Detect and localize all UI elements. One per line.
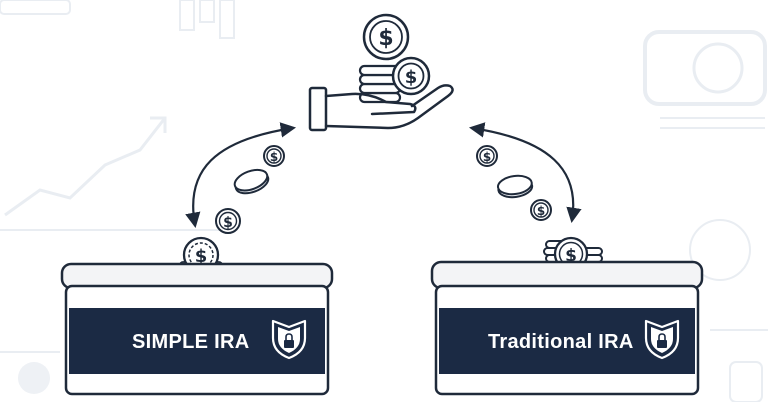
simple-ira-label: SIMPLE IRA xyxy=(132,331,249,353)
traditional-ira-label: Traditional IRA xyxy=(488,331,634,353)
simple-ira-container: $ SIMPLE IRA xyxy=(60,236,334,396)
coin-icon: $ xyxy=(476,145,498,167)
coin-icon: $ xyxy=(362,13,410,61)
traditional-ira-container: $ Traditional IRA xyxy=(430,236,704,396)
coin-symbol: $ xyxy=(223,215,233,231)
coin-symbol: $ xyxy=(270,150,278,164)
coin-icon: $ xyxy=(215,208,241,234)
coin-icon xyxy=(496,174,534,199)
coin-icon: $ xyxy=(263,145,285,167)
coin-symbol: $ xyxy=(537,204,545,218)
coin-icon: $ xyxy=(530,199,552,221)
shield-lock-icon xyxy=(644,319,680,360)
coin-icon: $ xyxy=(391,56,431,96)
coin-symbol: $ xyxy=(565,246,577,266)
coin-symbol: $ xyxy=(483,150,491,164)
shield-lock-icon xyxy=(271,319,307,360)
hand-holding-coins-icon: $ $ xyxy=(308,13,454,132)
coin-symbol: $ xyxy=(405,67,418,88)
coin-stack-icon xyxy=(358,64,402,104)
coin-icon xyxy=(233,168,270,195)
coin-symbol: $ xyxy=(195,246,208,267)
curved-arrow-icon xyxy=(468,122,582,224)
curved-arrow-icon xyxy=(185,122,297,229)
coin-symbol: $ xyxy=(378,26,393,51)
